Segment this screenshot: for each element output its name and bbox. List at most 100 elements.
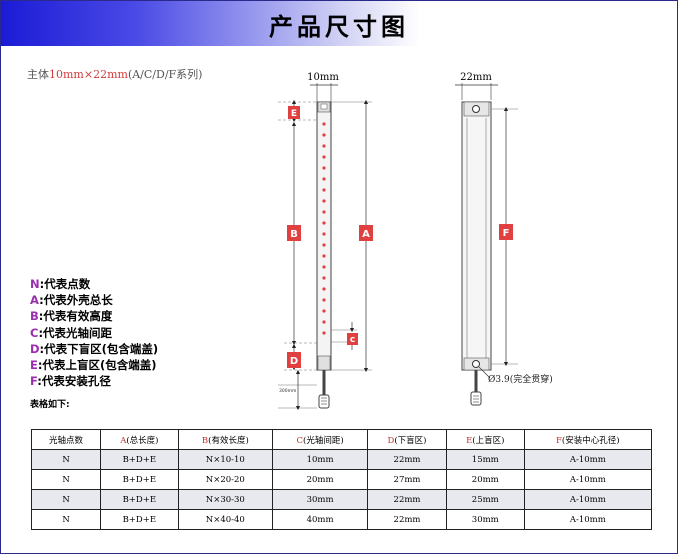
spec-table: 光轴点数 A(总长度) B(有效长度) C(光轴间距) D(下盲区) E(上盲区… xyxy=(30,429,653,530)
led-dot xyxy=(322,188,326,192)
table-cell: A-10mm xyxy=(523,449,653,470)
marker-d-label: D xyxy=(290,356,298,367)
legend-item-f: F:代表安装孔径 xyxy=(30,374,111,389)
led-dot xyxy=(322,144,326,148)
table-row: N B+D+E N×40-40 40mm 22mm 30mm A-10mm xyxy=(30,509,653,530)
legend-item-n: N:代表点数 xyxy=(30,277,91,291)
body-series: (A/C/D/F系列) xyxy=(127,68,203,81)
header-cell: 光轴点数 xyxy=(30,429,102,450)
led-dot xyxy=(322,199,326,203)
table-cell: A-10mm xyxy=(523,509,653,530)
table-cell: N xyxy=(30,449,102,470)
marker-e xyxy=(288,106,300,119)
led-dot xyxy=(322,133,326,137)
led-dot xyxy=(322,210,326,214)
table-cell: 22mm xyxy=(367,449,447,470)
table-header-row: 光轴点数 A(总长度) B(有效长度) C(光轴间距) D(下盲区) E(上盲区… xyxy=(30,429,653,450)
side-view: 22mm F Ø3.9(完全贯穿) xyxy=(455,72,553,406)
body-size-label: 主体10mm×22mm(A/C/D/F系列) xyxy=(27,66,202,82)
table-cell: 20mm xyxy=(445,469,525,490)
table-cell: 40mm xyxy=(272,509,369,530)
led-dot xyxy=(322,309,326,313)
table-cell: 20mm xyxy=(272,469,369,490)
table-cell: B+D+E xyxy=(100,509,179,530)
body-prefix: 主体 xyxy=(27,68,49,81)
legend-item-e: E:代表上盲区(包含端盖) xyxy=(30,358,157,373)
header-cell: E(上盲区) xyxy=(445,429,525,450)
led-dot-column xyxy=(322,122,326,335)
led-dot xyxy=(322,331,326,335)
led-dot xyxy=(322,320,326,324)
table-cell: B+D+E xyxy=(100,469,179,490)
header-cell: D(下盲区) xyxy=(367,429,447,450)
table-row: N B+D+E N×30-30 30mm 22mm 25mm A-10mm xyxy=(30,489,653,510)
led-dot xyxy=(322,287,326,291)
legend-item-b: B:代表有效高度 xyxy=(30,309,113,324)
marker-c xyxy=(347,333,358,345)
table-cell: 27mm xyxy=(367,469,447,490)
marker-a xyxy=(359,225,373,241)
header-cell: A(总长度) xyxy=(100,429,179,450)
table-row: N B+D+E N×20-20 20mm 27mm 20mm A-10mm xyxy=(30,469,653,490)
marker-c-label: c xyxy=(350,335,355,345)
header-bar: 产品尺寸图 xyxy=(1,1,677,46)
marker-e-label: E xyxy=(291,109,297,119)
cable-length-label: 300mm xyxy=(279,388,296,394)
led-dot xyxy=(322,254,326,258)
hole-label: Ø3.9(完全贯穿) xyxy=(488,373,553,385)
table-cell: 22mm xyxy=(367,489,447,510)
table-row: N B+D+E N×10-10 10mm 22mm 15mm A-10mm xyxy=(30,449,653,470)
marker-b xyxy=(287,225,301,241)
top-mount-hole xyxy=(472,105,480,113)
table-cell: 10mm xyxy=(272,449,369,470)
led-dot xyxy=(322,155,326,159)
table-cell: 30mm xyxy=(445,509,525,530)
led-dot xyxy=(322,122,326,126)
side-body xyxy=(461,101,492,371)
front-connector xyxy=(318,394,330,409)
table-cell: B+D+E xyxy=(100,489,179,510)
table-cell: 25mm xyxy=(445,489,525,510)
table-cell: N xyxy=(30,509,102,530)
marker-b-label: B xyxy=(290,229,298,240)
legend-item-a: A:代表外壳总长 xyxy=(30,293,113,308)
legend-item-d: D:代表下盲区(包含端盖) xyxy=(30,341,159,356)
front-width-label: 10mm xyxy=(307,72,339,83)
table-cell: 30mm xyxy=(272,489,369,510)
header-cell: B(有效长度) xyxy=(177,429,274,450)
table-caption: 表格如下: xyxy=(30,400,70,410)
front-top-slot xyxy=(320,103,328,110)
led-dot xyxy=(322,276,326,280)
led-dot xyxy=(322,265,326,269)
front-bottom-cap xyxy=(317,355,331,371)
led-dot xyxy=(322,298,326,302)
front-body xyxy=(316,101,332,371)
side-width-label: 22mm xyxy=(460,72,492,83)
table-cell: B+D+E xyxy=(100,449,179,470)
table-cell: N×30-30 xyxy=(177,489,274,510)
marker-f xyxy=(499,224,513,240)
table-cell: 15mm xyxy=(445,449,525,470)
marker-d xyxy=(287,352,301,368)
legend-item-c: C:代表光轴间距 xyxy=(30,325,113,340)
side-connector xyxy=(470,391,482,406)
table-cell: N×10-10 xyxy=(177,449,274,470)
led-dot xyxy=(322,243,326,247)
led-dot xyxy=(322,221,326,225)
header-cell: F(安装中心孔径) xyxy=(523,429,653,450)
body-size: 10mm×22mm xyxy=(49,68,128,81)
bottom-mount-hole xyxy=(472,360,480,368)
front-view: 10mm E B D 300mm xyxy=(278,72,373,411)
table-cell: N×40-40 xyxy=(177,509,274,530)
header-cell: C(光轴间距) xyxy=(272,429,369,450)
led-dot xyxy=(322,232,326,236)
led-dot xyxy=(322,166,326,170)
table-cell: N xyxy=(30,489,102,510)
table-cell: N×20-20 xyxy=(177,469,274,490)
table-cell: 22mm xyxy=(367,509,447,530)
led-dot xyxy=(322,177,326,181)
page-title: 产品尺寸图 xyxy=(269,12,409,41)
table-cell: A-10mm xyxy=(523,469,653,490)
table-cell: A-10mm xyxy=(523,489,653,510)
